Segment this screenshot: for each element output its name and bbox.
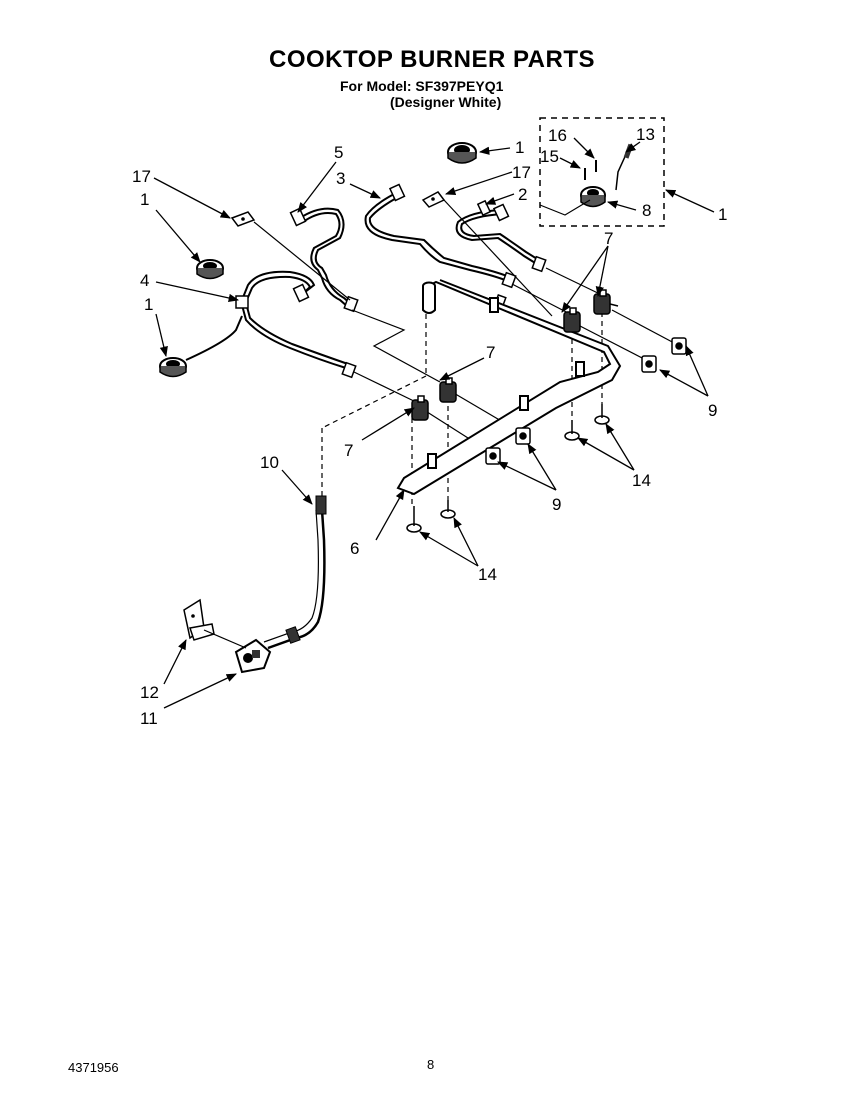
valve-left — [411, 395, 429, 421]
clip-2 — [641, 355, 657, 373]
callout-1-left-lower: 1 — [144, 295, 153, 314]
callout-6: 6 — [350, 539, 359, 558]
callout-9-right: 9 — [708, 401, 717, 420]
callout-13: 13 — [636, 125, 655, 144]
page-number: 8 — [427, 1057, 435, 1072]
clip-4 — [485, 447, 501, 465]
model-number: For Model: SF397PEYQ1 — [340, 78, 504, 94]
callout-14-bottom: 14 — [478, 565, 497, 584]
clip-1 — [671, 337, 687, 355]
callout-14-right: 14 — [632, 471, 651, 490]
burner-head-top — [447, 142, 477, 164]
callout-7-mid: 7 — [486, 343, 495, 362]
callout-1-right: 1 — [718, 205, 727, 224]
callout-1-left-upper: 1 — [140, 190, 149, 209]
callout-2: 2 — [518, 185, 527, 204]
burner-inset — [539, 143, 634, 216]
model-color: (Designer White) — [390, 94, 502, 110]
burner-head-left-upper — [196, 259, 224, 280]
callout-17-left: 17 — [132, 167, 151, 186]
callout-7-left: 7 — [344, 441, 353, 460]
callout-15: 15 — [540, 147, 559, 166]
pilot-valve — [234, 638, 272, 674]
valve-top-right — [593, 289, 619, 315]
callout-7-top: 7 — [604, 229, 613, 248]
callout-16: 16 — [548, 126, 567, 145]
callout-3: 3 — [336, 169, 345, 188]
clip-3 — [515, 427, 531, 445]
callout-12: 12 — [140, 683, 159, 702]
manifold-pipe — [396, 279, 622, 496]
callout-4: 4 — [140, 271, 149, 290]
callout-arrows — [153, 137, 715, 709]
callout-11: 11 — [140, 709, 158, 728]
valve-mid-left — [439, 377, 457, 403]
document-number: 4371956 — [68, 1060, 119, 1075]
callout-17-top: 17 — [512, 163, 531, 182]
inset-box — [539, 117, 665, 227]
valve-clips — [485, 337, 687, 465]
page-title: COOKTOP BURNER PARTS — [268, 46, 596, 73]
valve-mid-right — [563, 307, 581, 333]
callout-9-mid: 9 — [552, 495, 561, 514]
burner-tubes — [185, 191, 543, 369]
burner-head-left-lower — [159, 357, 187, 378]
thermostat-assembly — [183, 495, 327, 674]
callout-10: 10 — [260, 453, 279, 472]
callout-5: 5 — [334, 143, 343, 162]
screws — [406, 404, 610, 533]
callout-8: 8 — [642, 201, 651, 220]
mount-bracket — [183, 598, 247, 649]
bracket-left — [230, 211, 256, 227]
bracket-top — [421, 191, 446, 208]
callout-1-top: 1 — [515, 138, 524, 157]
leader-wires — [253, 199, 677, 506]
tube-fittings — [235, 183, 547, 379]
